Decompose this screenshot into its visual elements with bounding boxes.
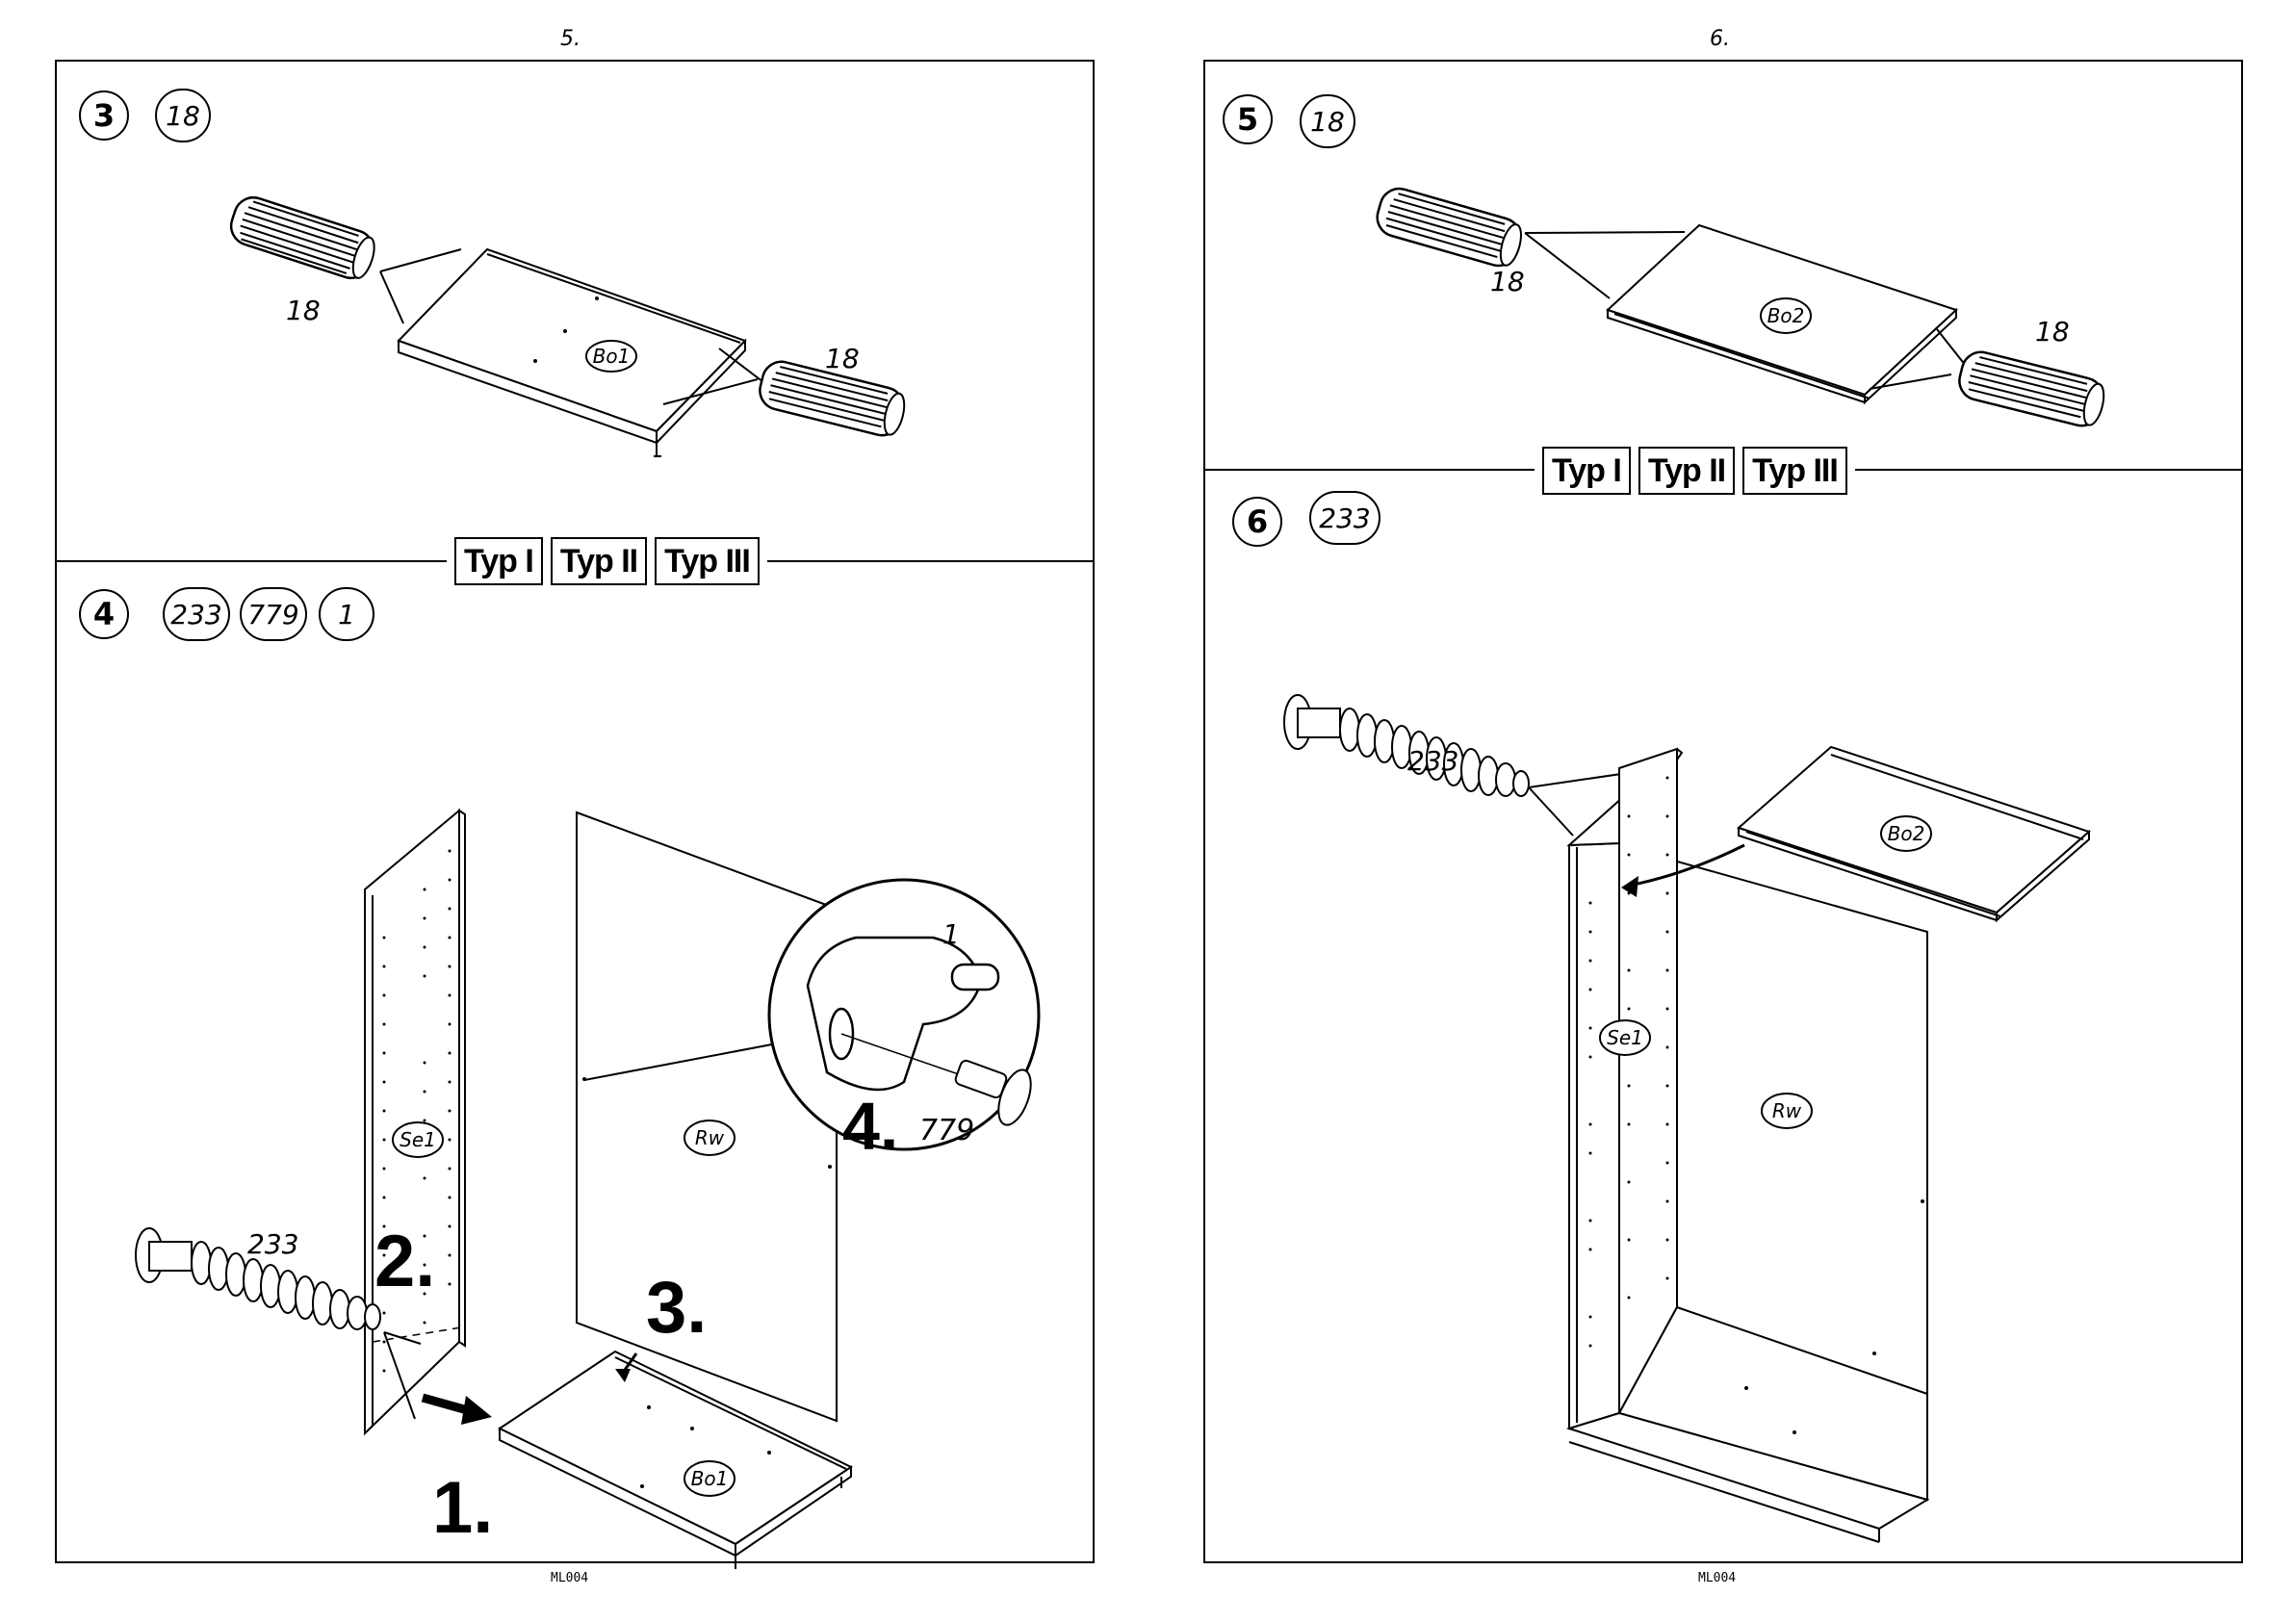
cam-bolt-icon	[1284, 695, 1529, 796]
panel-label: Bo2	[1767, 304, 1805, 327]
part-label: 1	[942, 918, 960, 950]
document-code-left: ML004	[551, 1571, 588, 1585]
part-label: 233	[1407, 745, 1458, 777]
dowel-label: 18	[1490, 266, 1525, 297]
panel-label: Bo1	[691, 1467, 729, 1490]
part-label: 779	[919, 1114, 974, 1147]
dowel-label: 18	[825, 343, 860, 374]
dowel-label: 18	[286, 295, 321, 326]
step5-illustration: 18 Bo2 18	[1205, 62, 2241, 466]
panel-label: Se1	[1607, 1026, 1643, 1049]
panel-label: Rw	[1772, 1099, 1802, 1122]
sequence-number: 4.	[842, 1089, 898, 1164]
arrow-icon	[423, 1396, 492, 1425]
sequence-number: 1.	[432, 1467, 493, 1549]
sequence-number: 3.	[646, 1267, 707, 1349]
dowel-icon	[226, 193, 378, 283]
step4-illustration: Rw Se1	[57, 562, 1093, 1559]
bottom-panel-icon	[399, 249, 745, 456]
page-number-left: 5.	[560, 27, 580, 51]
document-code-right: ML004	[1698, 1571, 1736, 1585]
dowel-label: 18	[2035, 316, 2070, 348]
page-number-right: 6.	[1710, 27, 1730, 51]
dowel-icon	[1955, 348, 2108, 430]
instruction-page-right: 5 18 18 Bo2 18	[1203, 60, 2243, 1563]
panel-label: Rw	[695, 1126, 725, 1149]
sequence-number: 2.	[374, 1221, 435, 1302]
instruction-page-left: 3 18 Bo1 18	[55, 60, 1095, 1563]
panel-label: Bo1	[593, 345, 631, 368]
step3-illustration: Bo1 18 18	[57, 62, 1093, 562]
panel-label: Se1	[400, 1128, 436, 1151]
part-label: 233	[247, 1228, 298, 1260]
step6-illustration: 233 Se1	[1205, 470, 2241, 1561]
panel-label: Bo2	[1888, 822, 1925, 845]
dowel-icon	[1373, 184, 1526, 270]
